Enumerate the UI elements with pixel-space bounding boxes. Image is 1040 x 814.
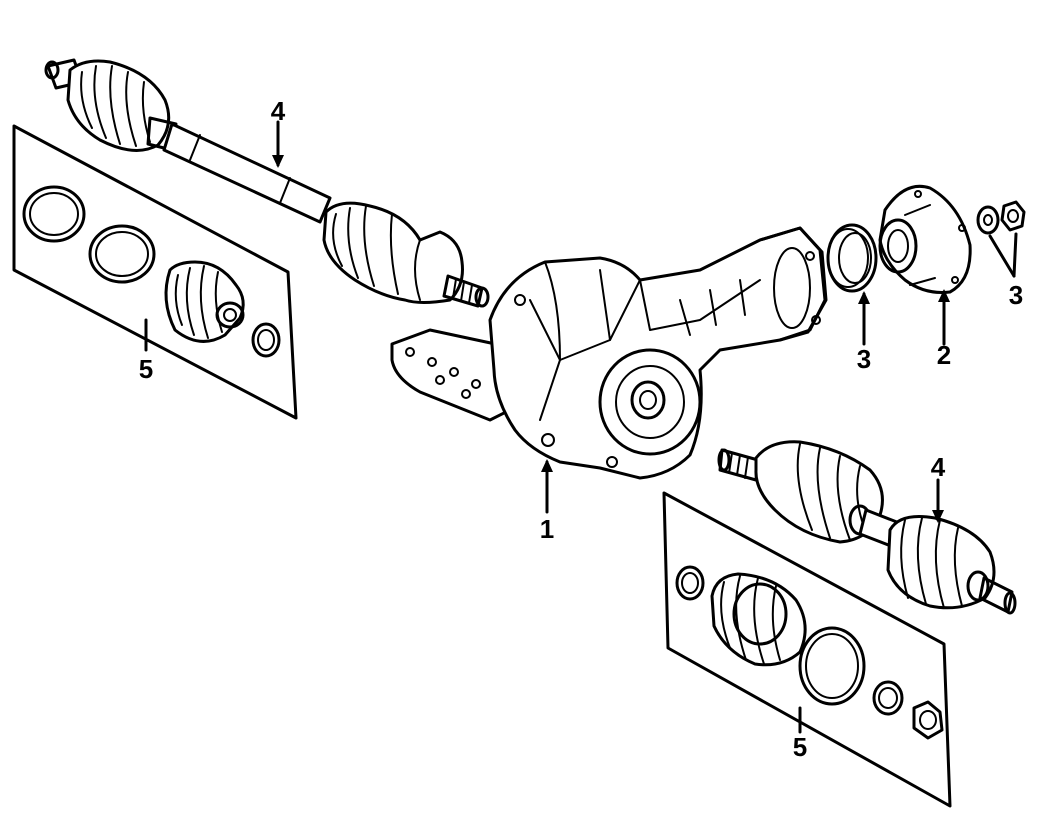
callout-diff: 1 [540,514,554,544]
callout-kit-right: 5 [793,732,807,762]
kit-right-small-ring [872,680,904,716]
kit-right-clamp-ring [798,626,866,706]
kit-right-small-clamp [675,565,705,601]
callout-axle-right: 4 [931,452,946,482]
callout-kit-left: 5 [139,354,153,384]
kit-left-small-clamp [251,322,281,358]
callout-axle-left: 4 [271,96,286,126]
right-repair-kit-panel [662,491,952,808]
axle-seal [826,223,878,293]
kit-right-boot [710,572,807,667]
callout-hub: 2 [937,340,951,370]
right-axle-shaft [717,440,1017,615]
wheel-hub [878,184,972,294]
kit-left-boot [164,260,245,343]
leader-lines [144,120,1018,734]
left-axle-shaft [44,58,490,308]
kit-right-nut [912,700,944,740]
nuts-and-washer [976,200,1026,235]
callout-nuts: 3 [1009,280,1023,310]
callout-seal: 3 [857,344,871,374]
differential-assembly [390,226,828,480]
kit-left-clamp-ring [22,185,86,243]
left-repair-kit-panel [12,124,298,420]
kit-left-clamp-ring-2 [88,224,156,284]
